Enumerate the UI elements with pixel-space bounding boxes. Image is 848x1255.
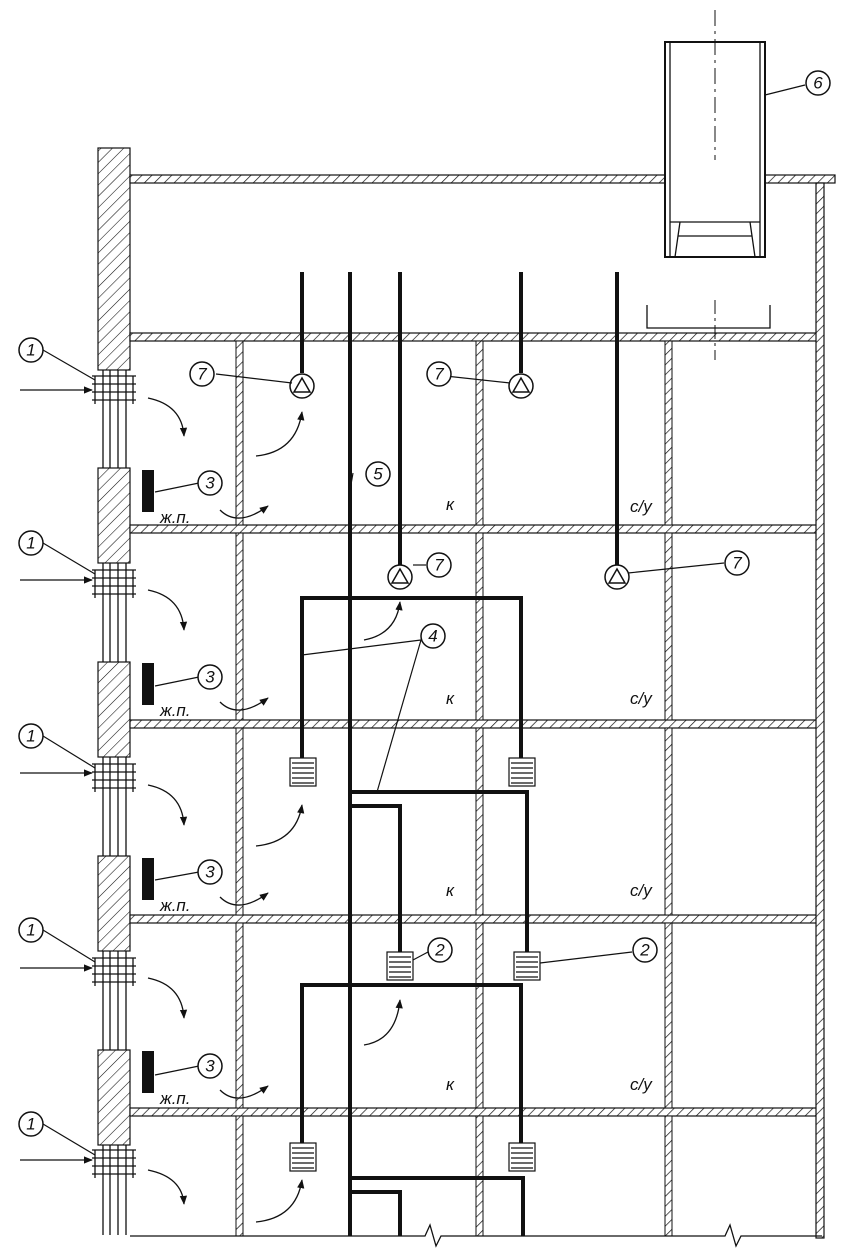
callout-1-label: 1 <box>26 534 35 553</box>
callout-3-label: 3 <box>205 474 215 493</box>
kitchen-label: к <box>446 495 455 514</box>
kitchen-label: к <box>446 1075 455 1094</box>
living-room-label: ж.п. <box>159 508 191 527</box>
bathroom-label: с/у <box>630 881 653 900</box>
leader-lines <box>42 84 806 1156</box>
callout-4: 4 <box>420 623 446 649</box>
callout-7-label: 7 <box>434 365 444 384</box>
right-wall <box>815 182 825 1239</box>
callout-3: 3 3 3 3 <box>197 470 223 1079</box>
floor-slabs <box>129 174 836 1117</box>
room-labels: ж.п. ж.п. ж.п. ж.п. к к к к с/у с/у с/у … <box>159 495 653 1108</box>
distribution-ducts <box>300 596 529 1236</box>
living-room-label: ж.п. <box>159 896 191 915</box>
callout-4-label: 4 <box>428 627 437 646</box>
living-room-label: ж.п. <box>159 1089 191 1108</box>
callout-1: 1 1 1 1 1 <box>18 337 44 1137</box>
break-line <box>130 1223 822 1248</box>
callout-2-label: 2 <box>639 941 650 960</box>
callout-5: 5 <box>365 461 391 487</box>
fans <box>289 373 630 590</box>
airflow-arrows <box>147 397 403 1223</box>
outdoor-air-arrows <box>20 386 93 1164</box>
living-room-label: ж.п. <box>159 701 191 720</box>
callout-7-label: 7 <box>732 554 742 573</box>
bathroom-label: с/у <box>630 689 653 708</box>
exhaust-hood <box>646 10 771 360</box>
callout-6-label: 6 <box>813 74 823 93</box>
callout-7: 7 7 7 7 <box>189 361 750 578</box>
kitchen-label: к <box>446 689 455 708</box>
grilles <box>289 757 541 1172</box>
callout-1-label: 1 <box>26 341 35 360</box>
callout-6: 6 <box>805 70 831 96</box>
callout-2-label: 2 <box>434 941 445 960</box>
exterior-wall <box>97 147 131 1235</box>
callout-3-label: 3 <box>205 863 215 882</box>
partitions <box>235 340 673 1237</box>
callout-5-label: 5 <box>373 465 383 484</box>
radiators <box>142 470 154 1093</box>
callout-2: 2 2 <box>427 937 658 963</box>
callout-1-label: 1 <box>26 1115 35 1134</box>
callout-3-label: 3 <box>205 668 215 687</box>
callout-1-label: 1 <box>26 727 35 746</box>
callout-7-label: 7 <box>197 365 207 384</box>
kitchen-label: к <box>446 881 455 900</box>
inlet-valves <box>92 375 136 1178</box>
bathroom-label: с/у <box>630 1075 653 1094</box>
bathroom-label: с/у <box>630 497 653 516</box>
callout-7-label: 7 <box>434 556 444 575</box>
fan-risers <box>300 272 619 565</box>
callout-1-label: 1 <box>26 921 35 940</box>
callout-3-label: 3 <box>205 1057 215 1076</box>
